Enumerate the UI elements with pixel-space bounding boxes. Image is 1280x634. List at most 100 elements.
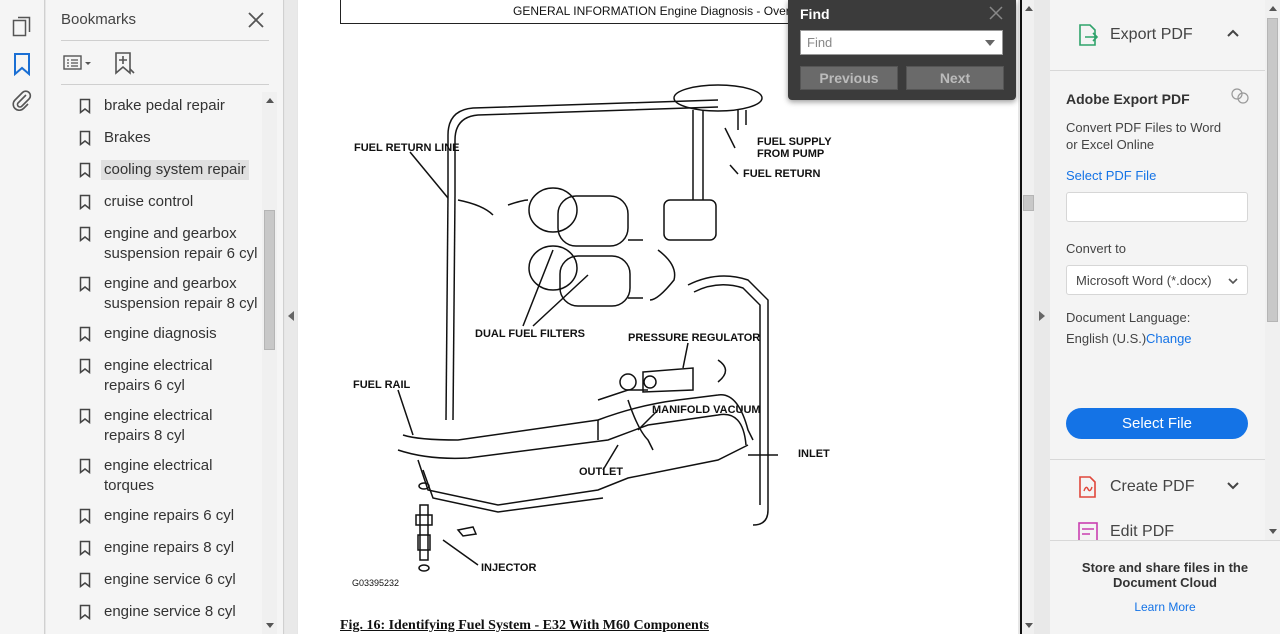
bookmark-label: engine repairs 6 cyl [104,507,235,524]
selected-file-field[interactable] [1066,192,1248,222]
scroll-thumb[interactable] [264,210,275,350]
bookmark-icon [79,326,91,342]
bookmark-label: cruise control [104,193,194,210]
previous-button[interactable]: Previous [800,66,898,90]
bookmark-item[interactable]: engine electrical torques [46,452,262,502]
doc-language-label: Document Language: [1066,310,1191,325]
bookmark-item[interactable]: cooling system repair [46,156,262,188]
doc-language-value: English (U.S.) [1066,331,1147,346]
convert-to-value: Microsoft Word (*.docx) [1076,273,1212,288]
page-thumbnails-icon[interactable] [9,14,35,40]
bookmark-item[interactable]: engine electrical repairs 6 cyl [46,352,262,402]
collapse-left-pane[interactable] [285,0,297,634]
bookmark-item[interactable]: engine and gearbox suspension repair 8 c… [46,270,262,320]
select-pdf-link[interactable]: Select PDF File [1066,168,1157,183]
select-file-button[interactable]: Select File [1066,408,1248,439]
change-language-link[interactable]: Change [1146,331,1192,346]
bookmark-options-button[interactable] [62,50,94,76]
bookmark-icon [79,226,91,242]
find-dialog: Find Find Previous Next [788,0,1016,100]
tools-scrollbar[interactable] [1265,0,1280,540]
attachments-icon[interactable] [9,87,35,113]
bookmarks-icon[interactable] [9,51,35,77]
bookmark-item[interactable]: engine electrical repairs 8 cyl [46,402,262,452]
bookmarks-title: Bookmarks [61,11,137,28]
bookmark-item[interactable]: engine service 8 cyl [46,598,262,630]
bookmark-icon [79,540,91,556]
collapse-right-pane[interactable] [1034,0,1050,634]
bookmark-icon [79,604,91,620]
label-fuel-supply: FUEL SUPPLY [757,136,832,148]
edit-pdf-label: Edit PDF [1110,523,1175,540]
export-pdf-tool[interactable]: Export PDF [1050,15,1265,55]
bookmark-item[interactable]: engine repairs 6 cyl [46,502,262,534]
chevron-down-icon[interactable] [985,40,995,46]
learn-more-link[interactable]: Learn More [1134,600,1196,614]
bookmark-item[interactable]: cruise control [46,188,262,220]
document-cloud-promo: Store and share files in the Document Cl… [1050,540,1280,634]
bookmark-label: engine diagnosis [104,325,217,342]
create-pdf-tool[interactable]: Create PDF [1050,467,1265,507]
scroll-up-icon[interactable] [266,97,274,103]
convert-to-select[interactable]: Microsoft Word (*.docx) [1066,265,1248,295]
bookmark-icon [79,162,91,178]
label-dual-fuel-filters: DUAL FUEL FILTERS [475,328,585,340]
scroll-thumb[interactable] [1023,195,1034,211]
document-scrollbar[interactable] [1020,0,1035,634]
new-bookmark-icon[interactable] [112,50,136,76]
chevron-up-icon[interactable] [1226,28,1240,38]
bookmark-label: engine and gearbox suspension repair 6 c… [104,225,258,262]
chevron-right-icon [1039,311,1045,321]
scroll-up-icon[interactable] [1269,5,1277,11]
bookmark-item[interactable]: Brakes [46,124,262,156]
create-pdf-icon [1079,476,1096,498]
bookmark-item[interactable]: engine and gearbox suspension repair 6 c… [46,220,262,270]
bookmark-item[interactable]: brake pedal repair [46,92,262,124]
cloud-info-icon[interactable] [1231,88,1249,104]
label-inlet: INLET [798,448,830,460]
find-placeholder: Find [807,35,833,50]
create-pdf-label: Create PDF [1110,478,1195,495]
label-from-pump: FROM PUMP [757,148,825,160]
bookmark-icon [79,458,91,474]
find-title: Find [800,6,830,22]
bookmark-item[interactable]: engine tech 6 cyl [46,630,262,634]
bookmark-label: engine service 6 cyl [104,571,236,588]
figure-id: G03395232 [352,578,400,588]
bookmark-icon [79,98,91,114]
scroll-up-icon[interactable] [1025,5,1033,11]
bookmark-label: engine electrical repairs 6 cyl [104,357,213,394]
figure-caption: Fig. 16: Identifying Fuel System - E32 W… [340,618,709,633]
bookmark-label: engine service 8 cyl [104,603,236,620]
bookmark-icon [79,358,91,374]
scroll-down-icon[interactable] [1025,623,1033,629]
close-icon[interactable] [988,5,1004,21]
bookmark-item[interactable]: engine service 6 cyl [46,566,262,598]
bookmark-item[interactable]: engine diagnosis [46,320,262,352]
bookmarks-scrollbar[interactable] [262,92,277,634]
bookmark-item[interactable]: engine repairs 8 cyl [46,534,262,566]
scroll-down-icon[interactable] [1269,529,1277,535]
chevron-left-icon [288,311,294,321]
close-icon[interactable] [245,9,267,31]
next-button[interactable]: Next [906,66,1004,90]
label-fuel-return: FUEL RETURN [743,168,821,180]
bookmark-label: brake pedal repair [104,97,225,114]
bookmark-label: engine electrical torques [104,457,213,494]
scroll-thumb[interactable] [1267,18,1278,322]
export-pdf-icon [1079,24,1099,46]
find-input[interactable]: Find [800,30,1003,55]
bookmark-icon [79,572,91,588]
bookmark-label: engine repairs 8 cyl [104,539,235,556]
bookmark-icon [79,276,91,292]
chevron-down-icon[interactable] [1226,480,1240,490]
scroll-down-icon[interactable] [266,623,274,629]
adobe-export-title: Adobe Export PDF [1066,91,1190,107]
label-fuel-return-line: FUEL RETURN LINE [354,142,460,154]
tools-pane: Export PDF Adobe Export PDF Convert PDF … [1050,0,1280,634]
bookmark-icon [79,194,91,210]
bookmark-icon [79,408,91,424]
bookmark-icon [79,508,91,524]
